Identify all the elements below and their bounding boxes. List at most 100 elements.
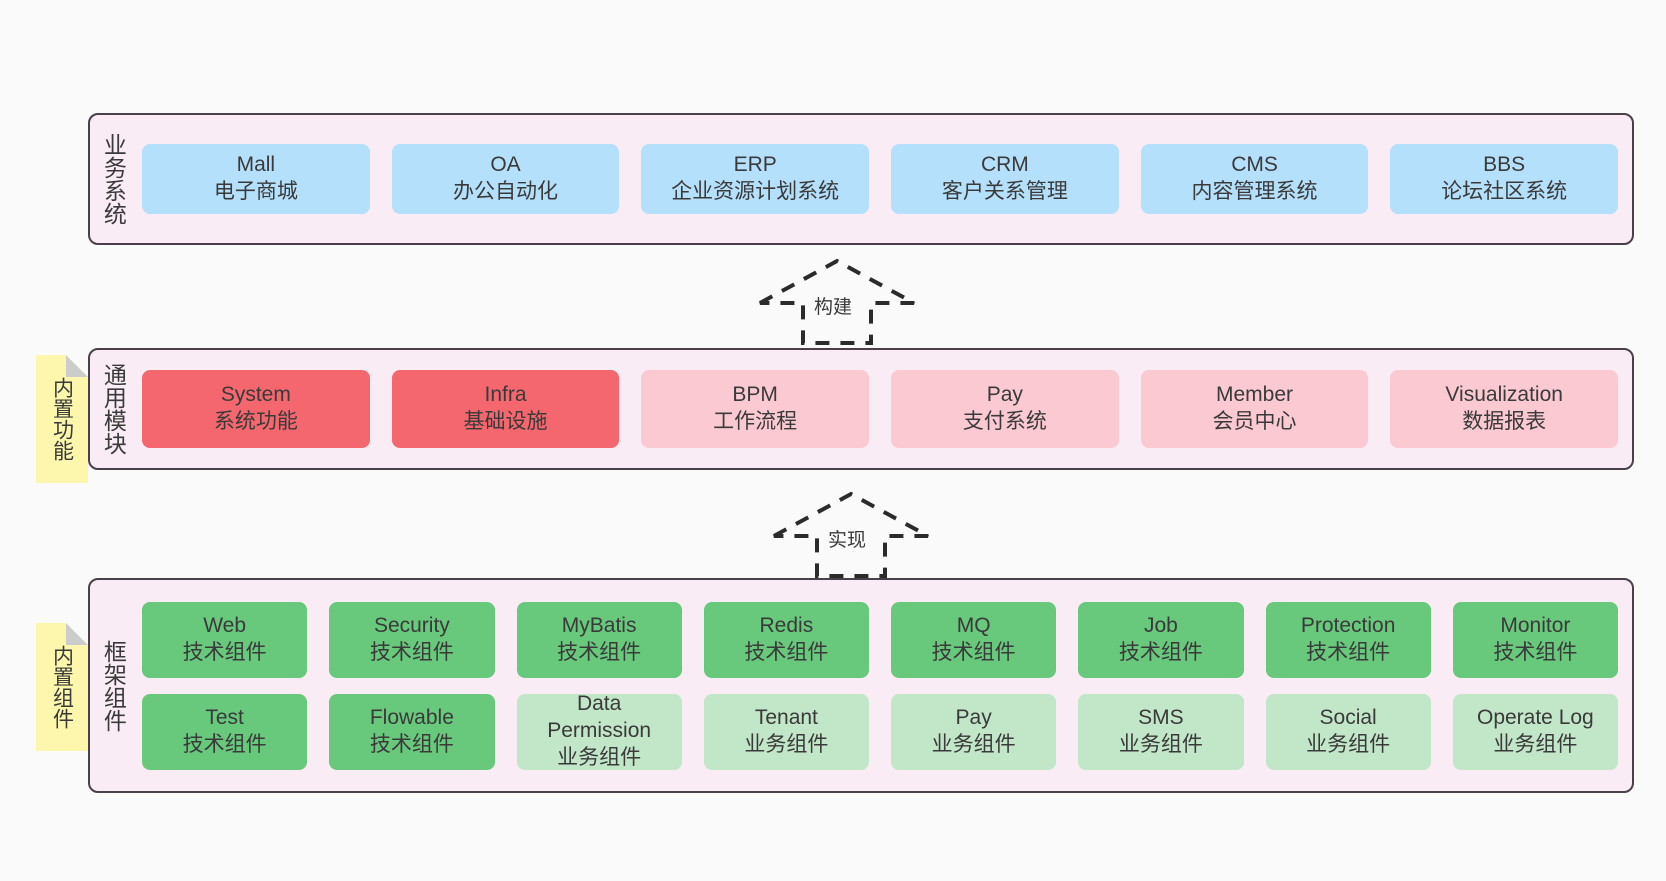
box-title: Protection: [1300, 613, 1396, 637]
box-subtitle: 内容管理系统: [1191, 180, 1318, 203]
box-title: Job: [1143, 613, 1178, 637]
build-arrow-icon: [759, 258, 915, 345]
box-subtitle: 企业资源计划系统: [671, 180, 840, 203]
box-subtitle: 业务组件: [1118, 732, 1203, 756]
box-subtitle: 工作流程: [713, 410, 798, 433]
connector-implement-arrow: 实现: [766, 488, 936, 578]
box-subtitle: 技术组件: [182, 640, 267, 664]
box-subtitle: 技术组件: [369, 732, 454, 756]
box-subtitle: 技术组件: [931, 640, 1016, 664]
box-subtitle: 系统功能: [213, 410, 298, 433]
box-title: Redis: [759, 613, 814, 637]
box-title: CRM: [980, 153, 1029, 177]
box-title: MQ: [956, 613, 991, 637]
box-member[interactable]: Member 会员中心: [1140, 370, 1369, 448]
layer-body-business-system: Mall 电子商城 OA 办公自动化 ERP 企业资源计划系统 CRM 客户关系…: [136, 115, 1632, 243]
box-subtitle: 办公自动化: [453, 180, 558, 203]
box-redis[interactable]: Redis 技术组件: [703, 601, 869, 678]
box-subtitle: 技术组件: [557, 640, 642, 664]
framework-technical-row: Web 技术组件 Security 技术组件 MyBatis 技术组件 Redi…: [142, 601, 1618, 678]
note-builtin-functions: 内置功能: [36, 355, 88, 483]
note-builtin-components: 内置组件: [36, 623, 88, 751]
box-security[interactable]: Security 技术组件: [329, 601, 495, 678]
box-title: Operate Log: [1476, 705, 1594, 729]
box-operate-log[interactable]: Operate Log 业务组件: [1452, 693, 1618, 770]
box-subtitle: 业务组件: [557, 745, 642, 769]
box-mq[interactable]: MQ 技术组件: [891, 601, 1057, 678]
box-subtitle: 技术组件: [182, 732, 267, 756]
note-label: 内置组件: [50, 645, 74, 729]
box-title: Tenant: [754, 705, 818, 729]
connector-build-label: 构建: [814, 297, 853, 318]
box-title: Flowable: [369, 705, 454, 729]
box-erp[interactable]: ERP 企业资源计划系统: [641, 144, 870, 214]
box-title: Security: [373, 613, 450, 637]
box-infra[interactable]: Infra 基础设施: [391, 370, 620, 448]
box-title: Monitor: [1500, 613, 1571, 637]
box-mall[interactable]: Mall 电子商城: [142, 144, 370, 214]
box-subtitle: 技术组件: [1493, 640, 1578, 664]
box-title: OA: [490, 153, 521, 177]
box-subtitle: 电子商城: [213, 180, 298, 203]
box-subtitle: 技术组件: [744, 640, 829, 664]
box-monitor[interactable]: Monitor 技术组件: [1452, 601, 1618, 678]
box-title: Web: [203, 613, 247, 637]
box-subtitle: 业务组件: [931, 732, 1016, 756]
box-visualization[interactable]: Visualization 数据报表: [1390, 370, 1619, 448]
layer-body-common-modules: System 系统功能 Infra 基础设施 BPM 工作流程 Pay 支付系统…: [136, 350, 1632, 468]
box-test[interactable]: Test 技术组件: [142, 693, 308, 770]
note-fold-corner-icon: [66, 623, 88, 645]
box-web[interactable]: Web 技术组件: [142, 601, 308, 678]
layer-label-framework-components: 框架组件: [100, 639, 127, 732]
layer-framework-components: 框架组件 Web 技术组件 Security 技术组件 MyBatis 技术组件…: [88, 578, 1634, 793]
layer-label-business-system: 业务系统: [100, 133, 127, 225]
box-title: Test: [205, 705, 244, 729]
box-title: Visualization: [1445, 383, 1563, 407]
box-flowable[interactable]: Flowable 技术组件: [329, 693, 495, 770]
box-subtitle: 业务组件: [744, 732, 829, 756]
box-protection[interactable]: Protection 技术组件: [1265, 601, 1431, 678]
box-title: Member: [1216, 383, 1294, 407]
note-fold-corner-icon: [66, 355, 88, 377]
business-system-row: Mall 电子商城 OA 办公自动化 ERP 企业资源计划系统 CRM 客户关系…: [142, 144, 1619, 214]
box-bpm[interactable]: BPM 工作流程: [641, 370, 870, 448]
framework-business-row: Test 技术组件 Flowable 技术组件 Data Permission …: [142, 692, 1618, 770]
box-title: ERP: [733, 153, 777, 177]
box-title: System: [220, 383, 291, 407]
box-oa[interactable]: OA 办公自动化: [391, 144, 620, 214]
box-title: MyBatis: [561, 613, 637, 637]
box-cms[interactable]: CMS 内容管理系统: [1140, 144, 1369, 214]
box-title: SMS: [1138, 705, 1184, 729]
box-title: Pay: [986, 383, 1023, 407]
box-title: BPM: [732, 383, 778, 407]
box-title: Data Permission: [547, 692, 652, 743]
box-subtitle: 客户关系管理: [941, 180, 1068, 203]
connector-build-arrow: 构建: [752, 255, 922, 345]
box-tenant[interactable]: Tenant 业务组件: [703, 693, 869, 770]
layer-body-framework-components: Web 技术组件 Security 技术组件 MyBatis 技术组件 Redi…: [136, 580, 1632, 791]
box-subtitle: 基础设施: [463, 410, 548, 433]
box-title: BBS: [1483, 153, 1526, 177]
box-subtitle: 技术组件: [1306, 640, 1391, 664]
box-subtitle: 会员中心: [1212, 410, 1297, 433]
common-modules-row: System 系统功能 Infra 基础设施 BPM 工作流程 Pay 支付系统…: [142, 370, 1619, 448]
box-pay-component[interactable]: Pay 业务组件: [891, 693, 1057, 770]
box-title: Social: [1319, 705, 1377, 729]
box-pay-module[interactable]: Pay 支付系统: [891, 370, 1119, 448]
box-mybatis[interactable]: MyBatis 技术组件: [516, 601, 682, 678]
box-subtitle: 技术组件: [369, 640, 454, 664]
box-social[interactable]: Social 业务组件: [1265, 693, 1431, 770]
box-bbs[interactable]: BBS 论坛社区系统: [1390, 144, 1619, 214]
box-system[interactable]: System 系统功能: [142, 370, 370, 448]
box-data-permission[interactable]: Data Permission 业务组件: [516, 692, 682, 770]
connector-implement-label: 实现: [828, 530, 867, 551]
box-sms[interactable]: SMS 业务组件: [1078, 693, 1244, 770]
box-subtitle: 业务组件: [1306, 732, 1391, 756]
layer-common-modules: 通用模块 System 系统功能 Infra 基础设施 BPM 工作流程 Pay: [88, 348, 1634, 470]
layer-business-system: 业务系统 Mall 电子商城 OA 办公自动化 ERP 企业资源计划系统 CRM: [88, 113, 1634, 245]
box-job[interactable]: Job 技术组件: [1078, 601, 1244, 678]
box-title: Pay: [955, 705, 992, 729]
box-crm[interactable]: CRM 客户关系管理: [891, 144, 1119, 214]
box-title: CMS: [1231, 153, 1278, 177]
